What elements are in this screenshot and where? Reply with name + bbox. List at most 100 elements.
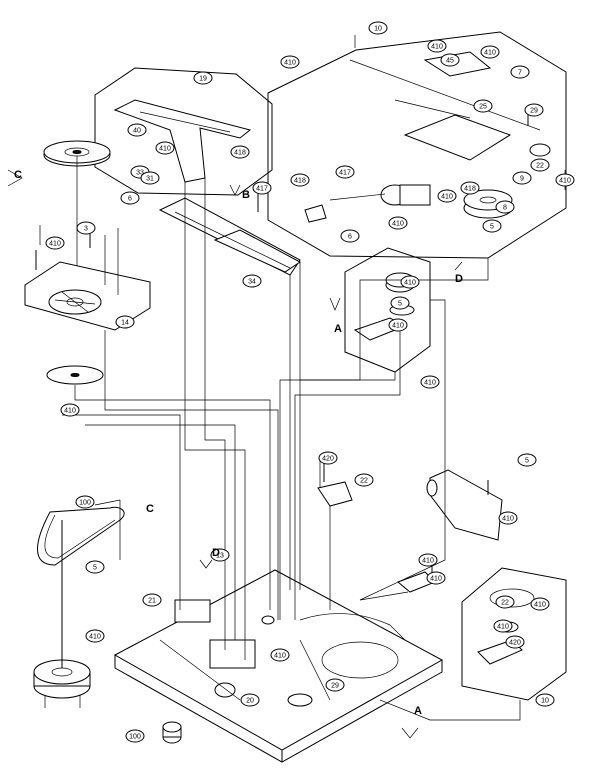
part-callout: 417 [335, 165, 355, 179]
part-number-label: 410 [430, 576, 442, 583]
inset-panel-upper-right [267, 31, 567, 259]
part-callout: 40 [127, 123, 147, 137]
reference-letter-a: A [334, 323, 342, 335]
part-number-label: 19 [199, 76, 207, 83]
part-callout: 420 [318, 451, 338, 465]
part-number-label: 410 [49, 241, 61, 248]
lever-plate-part [158, 197, 301, 276]
part-number-label: 410 [159, 146, 171, 153]
part-number-label: 100 [79, 500, 91, 507]
part-number-label: 410 [534, 602, 546, 609]
part-callout: 417 [252, 181, 272, 195]
part-number-label: 8 [503, 205, 507, 212]
part-callout: 410 [388, 318, 408, 332]
part-callout: 410 [555, 173, 575, 187]
reference-letter-b: B [242, 189, 250, 201]
inset-panel-lower-right [461, 567, 567, 701]
part-number-label: 418 [464, 186, 476, 193]
part-number-label: 13 [216, 553, 224, 560]
part-number-label: 5 [93, 565, 97, 572]
motor-plate-part [24, 228, 151, 331]
inset-panel-upper-left [94, 67, 273, 196]
right-bracket-part [426, 469, 503, 541]
part-number-label: 410 [441, 194, 453, 201]
reference-letter-c: C [146, 503, 154, 515]
part-callout: 410 [530, 597, 550, 611]
part-callout: 8 [495, 200, 515, 214]
part-number-label: 22 [360, 478, 368, 485]
part-callout: 410 [498, 511, 518, 525]
part-callout: 21 [142, 593, 162, 607]
part-number-label: 25 [479, 104, 487, 111]
reference-letter-c: C [14, 169, 22, 181]
part-callout: 14 [115, 315, 135, 329]
part-callout: 22 [354, 473, 374, 487]
slider-arm-part [113, 99, 252, 183]
part-callout: 410 [85, 629, 105, 643]
part-callout: 410 [45, 236, 65, 250]
part-number-label: 418 [294, 178, 306, 185]
part-callout: 410 [427, 39, 447, 53]
part-callout: 25 [473, 99, 493, 113]
part-number-label: 410 [422, 558, 434, 565]
part-callout: 10 [368, 21, 388, 35]
part-number-label: 410 [392, 323, 404, 330]
part-callout: 5 [517, 453, 537, 467]
part-callout: 19 [193, 71, 213, 85]
part-callout: 45 [440, 53, 460, 67]
part-callout: 22 [530, 158, 550, 172]
part-number-label: 10 [541, 698, 549, 705]
part-number-label: 6 [128, 196, 132, 203]
foot-part [162, 721, 182, 744]
part-number-label: 410 [274, 653, 286, 660]
part-callout: 418 [290, 173, 310, 187]
part-callout: 410 [388, 216, 408, 230]
part-number-label: 5 [525, 458, 529, 465]
part-number-label: 20 [246, 698, 254, 705]
part-callout: 410 [493, 619, 513, 633]
part-number-label: 7 [518, 70, 522, 77]
part-number-label: 420 [322, 456, 334, 463]
part-number-label: 420 [509, 640, 521, 647]
part-callout: 6 [340, 229, 360, 243]
mechanism-assembly-part [304, 51, 551, 223]
part-callout: 5 [482, 219, 502, 233]
part-callout: 10 [535, 693, 555, 707]
part-callout: 410 [480, 45, 500, 59]
part-number-label: 33 [136, 170, 144, 177]
part-number-label: 29 [530, 108, 538, 115]
part-callout: 410 [60, 403, 80, 417]
pulley-part [43, 140, 111, 290]
part-callout: 420 [505, 635, 525, 649]
part-number-label: 22 [501, 600, 509, 607]
part-callout: 22 [495, 595, 515, 609]
part-callout: 5 [85, 560, 105, 574]
part-number-label: 45 [446, 58, 454, 65]
part-number-label: 410 [64, 408, 76, 415]
drive-belt-part [37, 506, 125, 566]
part-number-label: 6 [348, 234, 352, 241]
part-callout: 410 [420, 375, 440, 389]
part-number-label: 410 [497, 624, 509, 631]
part-callout: 410 [155, 141, 175, 155]
part-callouts: 10 410 45 410 7 410 19 40 25 29 410 418 22 418 9 410 418… [45, 21, 575, 743]
reference-letter-a: A [414, 705, 422, 717]
part-callout: 7 [510, 65, 530, 79]
part-number-label: 9 [520, 176, 524, 183]
part-callout: 29 [325, 678, 345, 692]
part-number-label: 417 [256, 186, 268, 193]
reference-letter-d: D [212, 547, 220, 559]
direction-arrows [7, 169, 463, 739]
part-callout: 20 [240, 693, 260, 707]
part-number-label: 410 [424, 380, 436, 387]
part-callout: 3 [76, 221, 96, 235]
part-callout: 34 [242, 274, 262, 288]
part-callout: 410 [280, 55, 300, 69]
part-callout: 418 [230, 145, 250, 159]
part-callout: 100 [75, 495, 95, 509]
part-number-label: 21 [148, 598, 156, 605]
part-callout: 9 [512, 171, 532, 185]
